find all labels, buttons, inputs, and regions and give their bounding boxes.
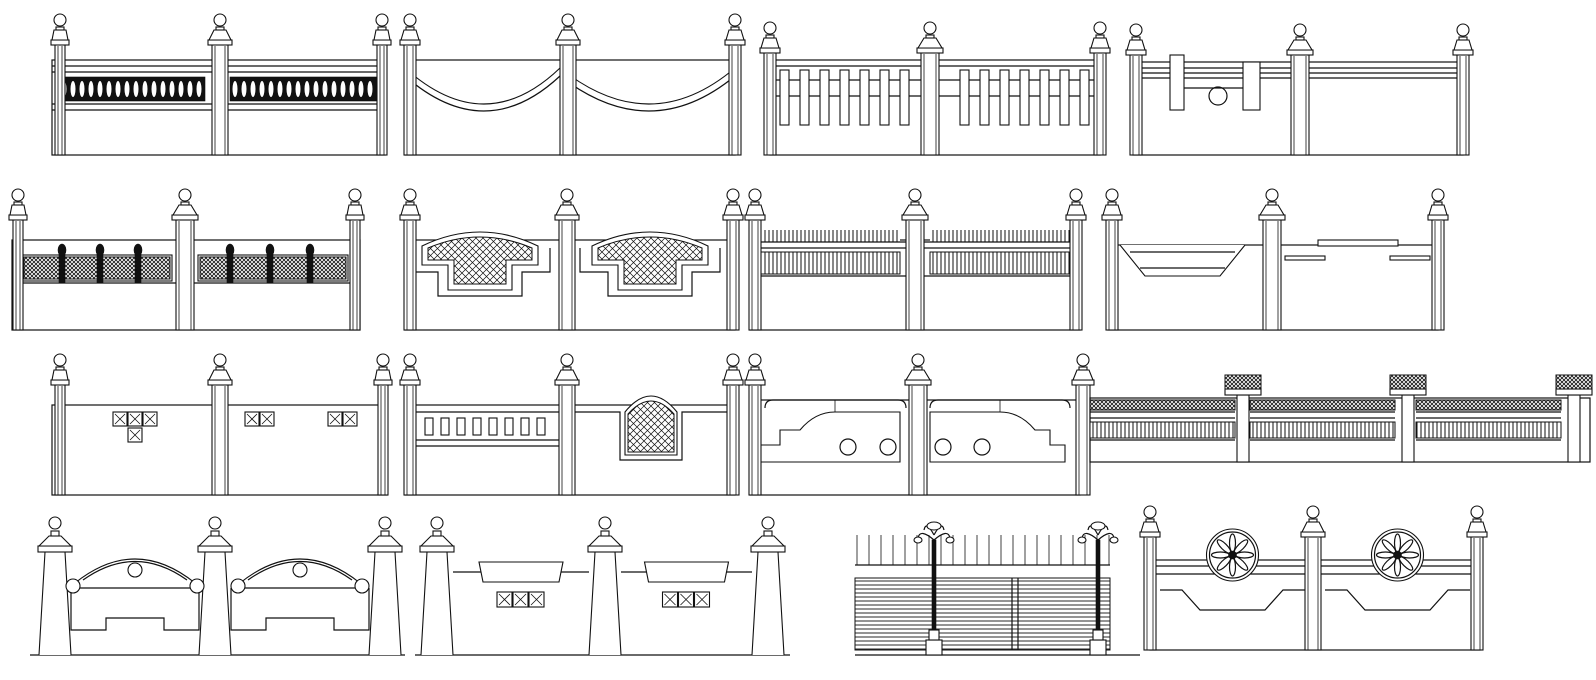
wall-vertical-bar — [744, 188, 1087, 331]
wall-cross-tile — [50, 353, 393, 496]
pillar — [744, 353, 766, 496]
wall-lattice-shield — [399, 188, 744, 331]
pillar — [1286, 23, 1314, 156]
pillar — [399, 188, 421, 331]
pillar — [1427, 188, 1449, 331]
pillar — [207, 13, 233, 156]
pillar — [901, 188, 929, 331]
wall-trough-shelf — [1101, 188, 1449, 331]
lamp-gate — [854, 521, 1140, 656]
wall-slot-arch — [399, 353, 744, 496]
pillar — [8, 188, 28, 331]
pillar — [1139, 505, 1161, 651]
pillar — [1101, 188, 1123, 331]
pillar — [207, 353, 233, 496]
pillar — [372, 13, 392, 156]
pillar — [1071, 353, 1095, 496]
pillar — [554, 188, 580, 331]
pillar — [722, 188, 744, 331]
pillar — [1065, 188, 1087, 331]
wall-circle-cutout — [744, 353, 1095, 496]
pillar — [904, 353, 932, 496]
pillar — [1300, 505, 1326, 651]
pillar — [50, 13, 70, 156]
wall-swag-arch — [399, 13, 746, 156]
pillar — [1089, 21, 1111, 156]
pillar — [373, 353, 393, 496]
pillar — [399, 13, 421, 156]
wall-rosette — [1139, 505, 1488, 651]
pillar — [916, 21, 944, 156]
pillar — [171, 188, 199, 331]
pillar — [345, 188, 365, 331]
wall-baluster-rail — [50, 13, 392, 156]
pillar — [399, 353, 421, 496]
pillar — [1125, 23, 1147, 156]
wall-finial-lattice — [8, 188, 365, 331]
pillar — [554, 353, 580, 496]
wall-tapered-arc — [30, 516, 405, 656]
pillar — [724, 13, 746, 156]
wall-picket — [759, 21, 1111, 156]
wall-tapered-panel — [415, 516, 790, 656]
wall-crested-rail — [1089, 374, 1593, 463]
pillar — [1258, 188, 1286, 331]
pillar — [555, 13, 581, 156]
pillar — [1452, 23, 1474, 156]
pillar — [50, 353, 70, 496]
wall-panel-circle — [1125, 23, 1474, 156]
pillar — [1466, 505, 1488, 651]
pillar — [722, 353, 744, 496]
pillar — [744, 188, 766, 331]
pillar — [759, 21, 781, 156]
